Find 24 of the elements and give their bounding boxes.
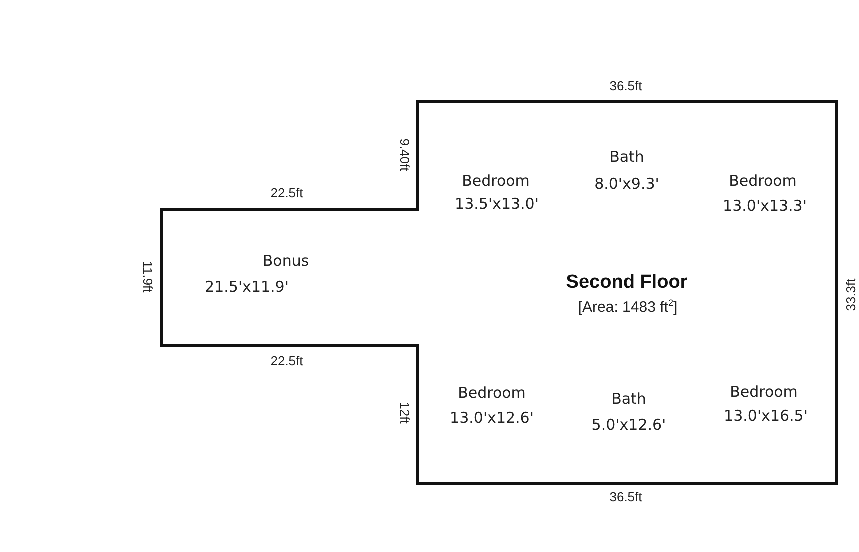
room-name: Bath <box>610 148 644 166</box>
dimension-label: 22.5ft <box>270 354 304 368</box>
area-label: [Area: 1483 ft$^{2}$] <box>578 298 678 316</box>
room-size: 13.0'x16.5' <box>724 407 808 425</box>
room-size: 8.0'x9.3' <box>594 175 660 193</box>
dimension-label: 12ft <box>398 402 412 424</box>
room-size: 5.0'x12.6' <box>592 416 666 434</box>
dimension-label: 9.40ft <box>398 138 412 172</box>
room-name: Bedroom <box>730 383 798 401</box>
dimension-label: 36.5ft <box>610 78 642 94</box>
floor-title: Second Floor <box>566 272 688 294</box>
room-name: Bath <box>612 390 646 408</box>
dimension-label: 33.3ft <box>844 278 858 312</box>
room-name: Bedroom <box>729 172 797 190</box>
room-size: 13.0'x12.6' <box>450 409 534 427</box>
room-size: 13.0'x13.3' <box>723 197 807 215</box>
room-size: 13.5'x13.0' <box>455 195 539 213</box>
room-name: Bedroom <box>462 172 530 190</box>
dimension-label: 11.9ft <box>140 261 156 293</box>
dimension-label: 22.5ft <box>270 186 304 200</box>
room-name: Bedroom <box>458 384 526 402</box>
dimension-label: 36.5ft <box>610 490 642 504</box>
room-size: 21.5'x11.9' <box>205 278 289 296</box>
room-name: Bonus <box>262 252 310 270</box>
